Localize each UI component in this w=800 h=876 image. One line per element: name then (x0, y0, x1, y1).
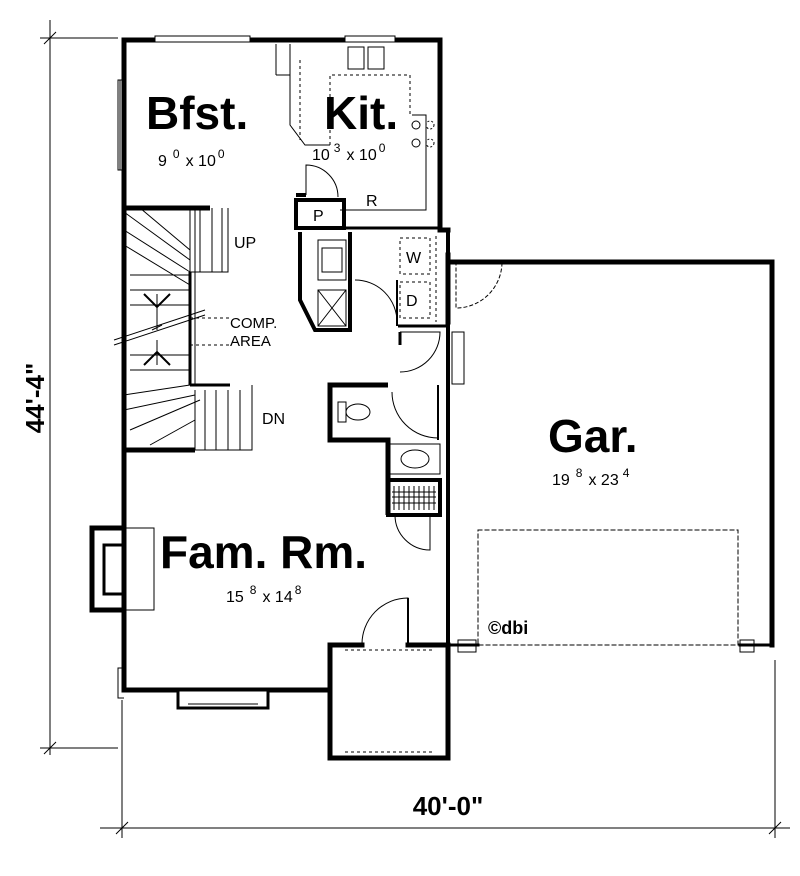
dimension-lines (40, 20, 790, 838)
family-room-name: Fam. Rm. (160, 526, 367, 578)
dryer-label: D (406, 293, 418, 310)
windows-top (154, 35, 396, 70)
window-bottom (176, 688, 270, 710)
pantry (294, 164, 346, 230)
depth-dimension: 44'-4" (20, 363, 50, 434)
comp-label: COMP. (230, 315, 277, 332)
down-label: DN (262, 411, 285, 428)
kitchen-name: Kit. (324, 87, 398, 139)
width-dimension: 40'-0" (413, 791, 484, 821)
fridge-label: R (366, 193, 378, 210)
stairs (113, 205, 253, 453)
powder-room (327, 382, 442, 551)
garage-walls (445, 252, 775, 653)
breakfast-name: Bfst. (146, 87, 248, 139)
laundry-appliances (298, 232, 465, 385)
wall-tabs (117, 79, 124, 699)
up-label: UP (234, 235, 256, 252)
kitchen-counters (275, 44, 435, 211)
entry-door (345, 597, 432, 753)
pantry-label: P (313, 208, 324, 225)
garage-name: Gar. (548, 410, 638, 462)
copyright-mark: ©dbi (488, 618, 528, 638)
fireplace (89, 525, 155, 613)
area-label: AREA (230, 333, 271, 350)
washer-label: W (406, 250, 422, 267)
